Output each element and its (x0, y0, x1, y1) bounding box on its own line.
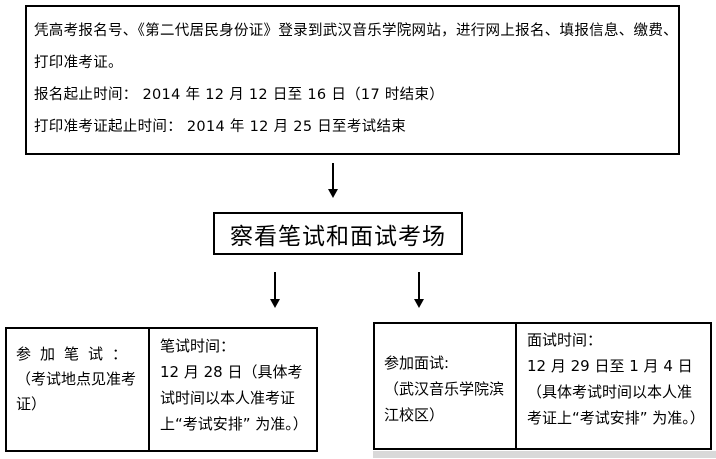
arrow-stem (332, 163, 334, 190)
interview-time-cell: 面试时间： 12 月 29 日至 1 月 4 日（具体考试时间以本人准考证上“考… (517, 324, 710, 448)
written-exam-participate-cell: 参加笔试： （考试地点见准考证） (7, 329, 150, 450)
registration-period-line: 报名起止时间： 2014 年 12 月 12 日至 16 日（17 时结束） (34, 87, 445, 103)
view-exam-room-label: 察看笔试和面试考场 (230, 223, 446, 250)
scan-artifact-strip (373, 451, 716, 458)
interview-participate-cell: 参加面试: （武汉音乐学院滨江校区） (375, 324, 517, 448)
arrow-head (328, 189, 338, 198)
written-exam-location-note: （考试地点见准考证） (16, 370, 137, 413)
down-arrow-icon-left (269, 272, 281, 308)
written-exam-time-body: 12 月 28 日（具体考试时间以本人准考证上“考试安排” 为准。） (160, 363, 308, 433)
interview-time-title: 面试时间： (527, 331, 603, 349)
down-arrow-icon-right (413, 272, 425, 308)
registration-instructions-line-1: 凭高考报名号、《第二代居民身份证》登录到武汉音乐学院网站，进行网上报名、填报信息… (34, 23, 678, 39)
interview-location-note: （武汉音乐学院滨江校区） (384, 380, 505, 424)
written-exam-participate-title: 参加笔试： (16, 345, 137, 363)
down-arrow-icon-top (327, 163, 339, 198)
arrow-head (414, 299, 424, 308)
arrow-head (270, 299, 280, 308)
written-exam-time-title: 笔试时间： (160, 337, 236, 355)
written-exam-time-cell: 笔试时间： 12 月 28 日（具体考试时间以本人准考证上“考试安排” 为准。） (150, 329, 316, 450)
arrow-stem (418, 272, 420, 300)
arrow-stem (274, 272, 276, 300)
view-exam-room-box: 察看笔试和面试考场 (213, 212, 463, 255)
written-exam-table: 参加笔试： （考试地点见准考证） 笔试时间： 12 月 28 日（具体考试时间以… (5, 327, 318, 452)
registration-info-box: 凭高考报名号、《第二代居民身份证》登录到武汉音乐学院网站，进行网上报名、填报信息… (25, 5, 680, 155)
interview-time-body: 12 月 29 日至 1 月 4 日（具体考试时间以本人准考证上“考试安排” 为… (527, 357, 705, 427)
interview-participate-title: 参加面试: (384, 354, 450, 372)
interview-table: 参加面试: （武汉音乐学院滨江校区） 面试时间： 12 月 29 日至 1 月 … (373, 322, 712, 450)
print-admission-ticket-period-line: 打印准考证起止时间： 2014 年 12 月 25 日至考试结束 (34, 119, 407, 135)
registration-instructions-line-2: 打印准考证。 (34, 55, 123, 71)
